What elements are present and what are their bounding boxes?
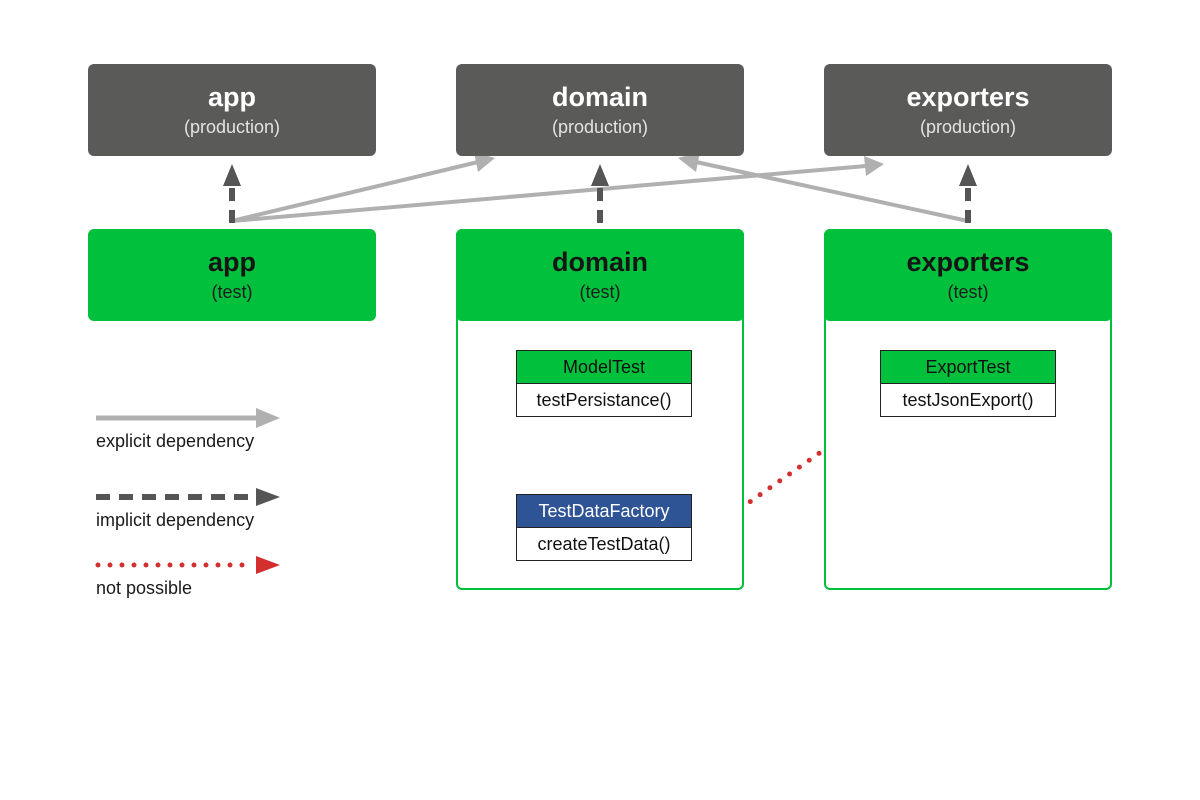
domain-production-title: domain [551,82,648,112]
explicit-arrowhead-exporters-left [864,156,884,176]
legend-arrows [95,408,280,574]
app-test-module[interactable]: app (test) [88,229,376,321]
implicit-arrowhead-app [223,164,241,186]
exporters-production-title: exporters [906,82,1030,112]
app-test-title: app [207,247,256,277]
test-json-export-method[interactable]: testJsonExport() [880,383,1056,417]
exporters-test-module[interactable]: exporters (test) [824,229,1112,321]
test-persistance-method[interactable]: testPersistance() [516,383,692,417]
explicit-arrowhead-domain-left [474,152,495,172]
domain-test-subtitle: (test) [579,282,621,302]
explicit-arrow-exporters-test-to-domain [695,160,969,223]
legend-implicit-arrowhead [256,488,280,506]
explicit-dependency-arrows [231,152,969,223]
explicit-arrow-app-test-to-exporters [231,164,867,223]
export-test-class[interactable]: ExportTest [880,350,1056,384]
exporters-test-subtitle: (test) [947,282,989,302]
domain-production-module[interactable]: domain (production) [456,64,744,156]
domain-test-title: domain [551,247,648,277]
legend-explicit-arrowhead [256,408,280,428]
exporters-production-subtitle: (production) [919,117,1017,137]
legend-explicit-label: explicit dependency [96,431,255,451]
app-production-subtitle: (production) [183,117,281,137]
app-production-title: app [207,82,256,112]
implicit-arrowhead-exporters [959,164,977,186]
app-production-module[interactable]: app (production) [88,64,376,156]
legend-not-possible-arrowhead [256,556,280,574]
exporters-production-module[interactable]: exporters (production) [824,64,1112,156]
create-test-data-method[interactable]: createTestData() [516,527,692,561]
explicit-arrowhead-domain-right [678,152,700,172]
explicit-arrow-app-test-to-domain [231,160,479,223]
legend-not-possible-label: not possible [96,578,193,598]
exporters-test-title: exporters [906,247,1030,277]
app-test-subtitle: (test) [211,282,253,302]
domain-production-subtitle: (production) [551,117,649,137]
test-data-factory-class[interactable]: TestDataFactory [516,494,692,528]
legend-implicit-label: implicit dependency [96,510,255,530]
model-test-class[interactable]: ModelTest [516,350,692,384]
implicit-arrowhead-domain [591,164,609,186]
domain-test-module[interactable]: domain (test) [456,229,744,321]
